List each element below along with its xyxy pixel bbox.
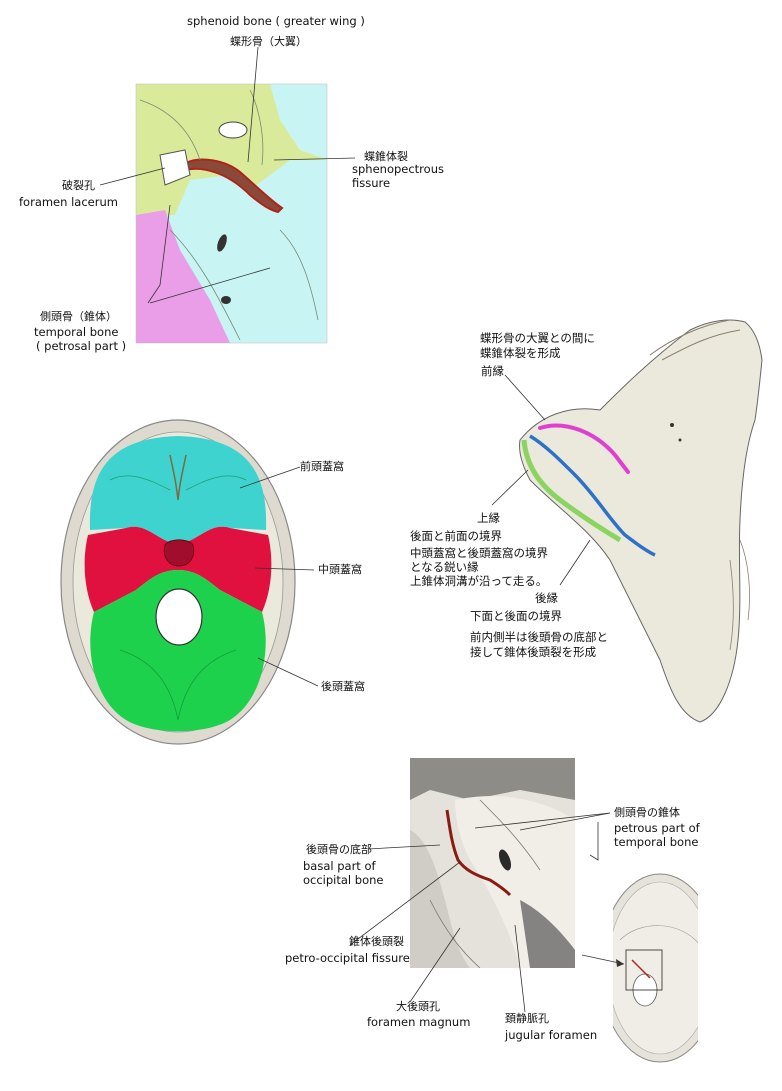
petrooccipital-label-en: petro-occipital fissure xyxy=(285,951,410,965)
inset-skull xyxy=(613,873,698,1063)
anterior-note-1: 蝶形骨の大翼との間に xyxy=(480,331,595,345)
jugular-label-en: jugular foramen xyxy=(505,1028,598,1042)
fissure-label-en-2: fissure xyxy=(352,176,391,190)
lacerum-label-en: foramen lacerum xyxy=(19,195,118,209)
temporal-label-en-2: ( petrosal part ) xyxy=(36,339,127,353)
superior-note-3: となる鋭い縁 xyxy=(410,560,479,574)
posterior-edge-label: 後縁 xyxy=(535,591,558,605)
basal-label-en-2: occipital bone xyxy=(303,873,384,887)
magnum-label-en: foramen magnum xyxy=(367,1015,471,1029)
posterior-note-1: 下面と後面の境界 xyxy=(470,609,562,623)
petrooccipital-label-jp: 錐体後頭裂 xyxy=(349,935,404,948)
posterior-note-2: 前内側半は後頭骨の底部と xyxy=(470,630,608,644)
fissure-label-jp: 蝶錐体裂 xyxy=(364,150,408,163)
petrous-label-en-2: temporal bone xyxy=(614,835,699,849)
posterior-note-3: 接して錐体後頭裂を形成 xyxy=(470,645,597,659)
panel2-skull xyxy=(60,419,296,745)
panel1-image xyxy=(135,83,328,344)
petrous-label-en-1: petrous part of xyxy=(614,821,700,835)
temporal-label-en-1: temporal bone xyxy=(34,325,119,339)
panel3-petrous-bone xyxy=(519,319,763,723)
magnum-label-jp: 大後頭孔 xyxy=(396,1000,440,1013)
basal-label-en-1: basal part of xyxy=(303,859,376,873)
anterior-fossa-label: 前頭蓋窩 xyxy=(300,460,344,473)
superior-edge-label: 上縁 xyxy=(477,511,500,525)
sphenoid-label-jp: 蝶形骨（大翼） xyxy=(230,35,307,48)
petrous-label-jp: 側頭骨の錐体 xyxy=(614,806,680,819)
temporal-label-jp: 側頭骨（錐体） xyxy=(40,310,117,323)
anterior-edge-label: 前縁 xyxy=(481,364,504,378)
lacerum-label-jp: 破裂孔 xyxy=(62,179,95,192)
superior-note-4: 上錐体洞溝が沿って走る。 xyxy=(410,574,548,588)
anterior-note-2: 蝶錐体裂を形成 xyxy=(480,346,561,360)
middle-fossa-label: 中頭蓋窩 xyxy=(318,563,362,576)
panel4-image xyxy=(410,758,575,968)
fissure-label-en-1: sphenopectrous xyxy=(352,162,444,176)
superior-note-1: 後面と前面の境界 xyxy=(410,529,502,543)
sphenoid-label-en: sphenoid bone ( greater wing ) xyxy=(187,14,365,28)
jugular-label-jp: 頚静脈孔 xyxy=(505,1012,549,1025)
posterior-fossa-label: 後頭蓋窩 xyxy=(321,680,365,693)
superior-note-2: 中頭蓋窩と後頭蓋窩の境界 xyxy=(410,546,548,560)
basal-label-jp: 後頭骨の底部 xyxy=(306,843,372,856)
